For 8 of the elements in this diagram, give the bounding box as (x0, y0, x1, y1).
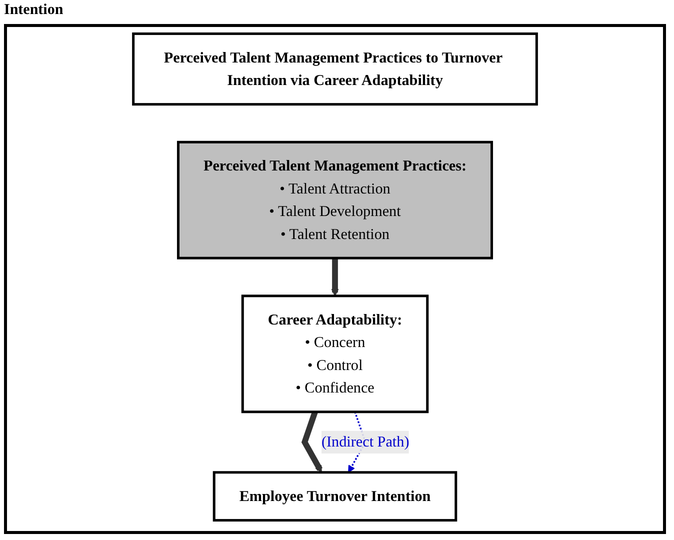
heading-text: Intention (4, 2, 64, 18)
node-box: Perceived Talent Management Practices: • Talent Attraction • Talent Development • Talent Retention (176, 140, 494, 259)
node-box: Perceived Talent Management Practices to Turnover Intention via Career Adaptability (132, 32, 538, 106)
edge-label: (Indirect Path) (321, 432, 410, 450)
node-box: Career Adaptability: • Concern • Control • Confidence (241, 294, 429, 413)
node-box: Employee Turnover Intention (212, 470, 458, 522)
arrow (331, 258, 339, 296)
arrow (301, 410, 323, 472)
